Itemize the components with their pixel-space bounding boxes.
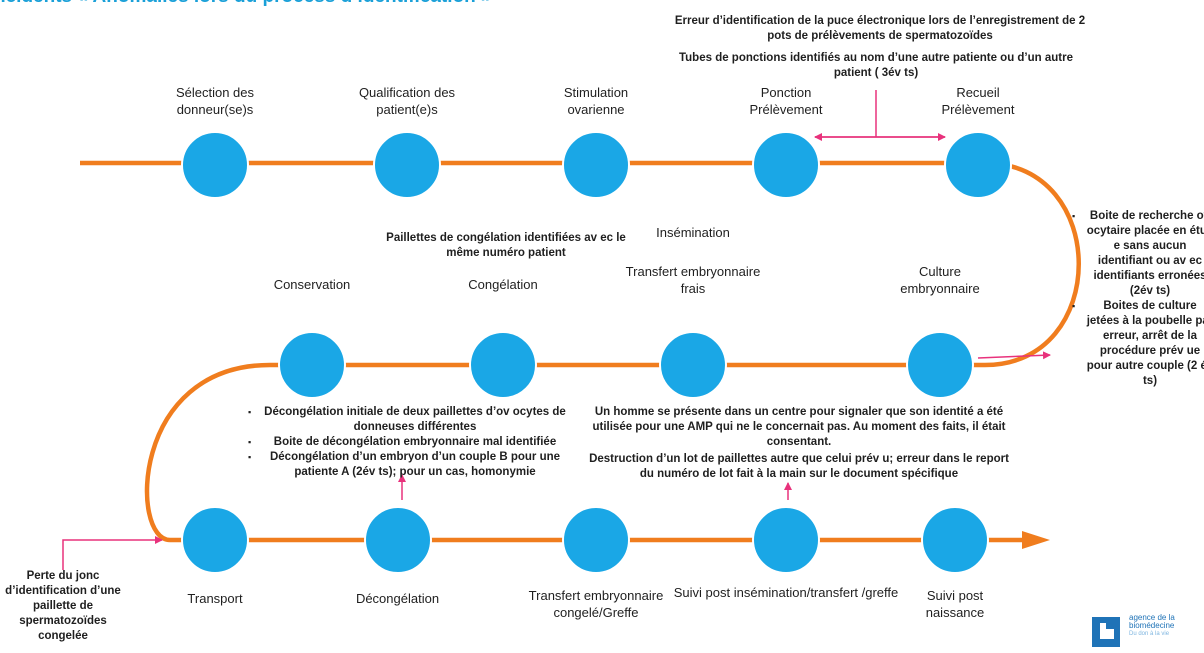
- node-recueil-prelevement: [944, 131, 1012, 199]
- label-decongelation: Décongélation: [355, 591, 440, 606]
- label-qualification-patients: Qualification des patient(e)s: [358, 85, 456, 117]
- label-transfert-frais: Transfert embryonnaire frais: [625, 264, 761, 296]
- node-qualification-patients: [373, 131, 441, 199]
- node-decongelation: [364, 506, 432, 574]
- note-paillettes-congelation: Paillettes de congélation identifiées av…: [386, 232, 626, 259]
- logo-line-3: Du don à la vie: [1129, 631, 1170, 637]
- logo-line-1: agence de la: [1129, 613, 1175, 622]
- note-usurpation-identite: Un homme se présente dans un centre pour…: [592, 406, 1006, 448]
- label-stimulation-ovarienne: Stimulation ovarienne: [563, 85, 629, 117]
- stage-nodes: [181, 131, 1012, 574]
- logo-text: agence de la biomédecine Du don à la vie: [1129, 614, 1175, 638]
- node-stimulation-ovarienne: [562, 131, 630, 199]
- arrow-transport-note: [62, 536, 163, 570]
- label-selection-donneurs: Sélection des donneur(se)s: [175, 85, 255, 117]
- label-ponction-prelevement: Ponction Prélèvement: [749, 85, 823, 117]
- note-decongelation-list: Décongélation initiale de deux paillette…: [248, 405, 568, 480]
- node-conservation: [278, 331, 346, 399]
- note-culture-item-2: Boites de culture jetées à la poubelle p…: [1072, 299, 1204, 389]
- node-suivi-post-naissance: [921, 506, 989, 574]
- page-title: ncidents « Anomalies lors du process d’i…: [0, 0, 492, 8]
- note-decongelation-item-3: Décongélation d’un embryon d’un couple B…: [248, 450, 568, 480]
- label-suivi-post-insemination: Suivi post insémination/transfert /greff…: [673, 585, 899, 600]
- note-culture-list: Boite de recherche ov ocytaire placée en…: [1072, 209, 1204, 389]
- path-end-arrowhead: [1022, 531, 1050, 549]
- agence-biomedecine-logo: [1092, 617, 1120, 647]
- note-perte-jonc: Perte du jonc d’identification d’une pai…: [5, 570, 121, 642]
- node-transfert-frais: [659, 331, 727, 399]
- label-conservation: Conservation: [273, 277, 351, 292]
- label-insemination: Insémination: [656, 225, 730, 240]
- label-transfert-congele: Transfert embryonnaire congelé/Greffe: [528, 588, 664, 620]
- label-culture-embryonnaire: Culture embryonnaire: [900, 264, 980, 296]
- label-recueil-prelevement: Recueil Prélèvement: [941, 85, 1015, 117]
- node-selection-donneurs: [181, 131, 249, 199]
- node-culture-embryonnaire: [906, 331, 974, 399]
- note-tubes-ponction: Tubes de ponctions identifiés au nom d’u…: [678, 52, 1073, 79]
- node-ponction-prelevement: [752, 131, 820, 199]
- node-suivi-post-insemination: [752, 506, 820, 574]
- logo-line-2: biomédecine: [1129, 621, 1175, 630]
- label-transport: Transport: [187, 591, 243, 606]
- node-transport: [181, 506, 249, 574]
- note-destruction-lot: Destruction d’un lot de paillettes autre…: [589, 453, 1009, 480]
- note-culture-item-1: Boite de recherche ov ocytaire placée en…: [1072, 209, 1204, 299]
- node-transfert-congele: [562, 506, 630, 574]
- arrow-culture-note: [977, 351, 1051, 360]
- note-puce-electronique: Erreur d’identification de la puce élect…: [674, 15, 1086, 42]
- label-suivi-post-naissance: Suivi post naissance: [925, 588, 985, 620]
- node-congelation: [469, 331, 537, 399]
- note-decongelation-item-2: Boite de décongélation embryonnaire mal …: [248, 435, 568, 450]
- note-decongelation-item-1: Décongélation initiale de deux paillette…: [248, 405, 568, 435]
- label-congelation: Congélation: [468, 277, 538, 292]
